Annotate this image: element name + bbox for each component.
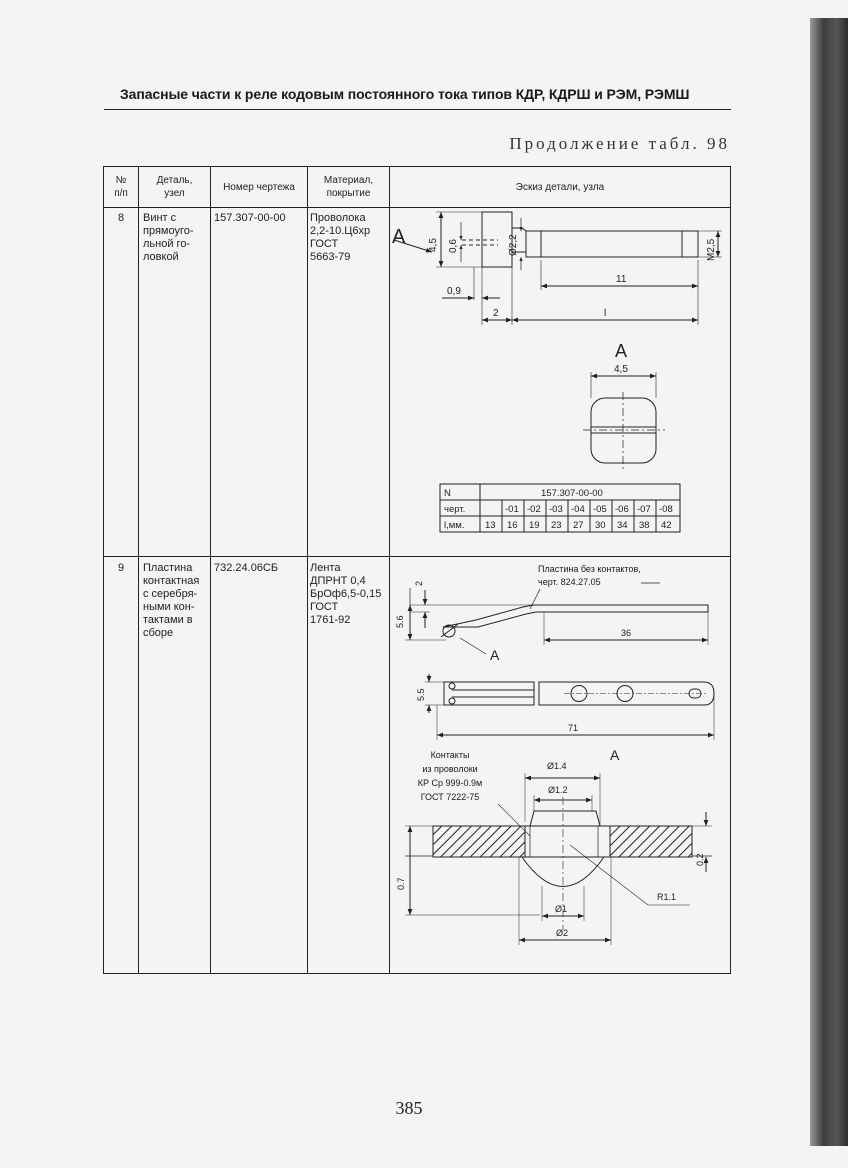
variant-suffix: -02: [527, 504, 541, 515]
header-divider: [104, 207, 730, 208]
variant-length: 13: [485, 520, 496, 531]
view-label-a: А: [490, 647, 500, 663]
page-number: 385: [395, 1098, 423, 1118]
variant-suffix: -08: [659, 504, 673, 515]
variant-row-label: N: [444, 488, 451, 499]
column-header-sketch: Эскиз детали, узла: [515, 181, 605, 193]
detail-title: А: [610, 747, 620, 763]
plate-note: Пластина без контактов, черт. 824.27.05: [538, 563, 641, 589]
variant-length: 34: [617, 520, 628, 531]
plate-top-view: [425, 674, 715, 740]
header-rule: [104, 109, 731, 110]
table-caption: Продолжение табл. 98: [509, 134, 730, 153]
column-divider: [210, 167, 211, 973]
variant-suffix: -06: [615, 504, 629, 515]
screw-view-a-labels: А 4,5: [614, 341, 628, 375]
plate-side-view: [405, 582, 709, 655]
dim-head-width: 4,5: [614, 364, 628, 375]
dim-slot-depth: 0,9: [447, 286, 461, 297]
screw-side-view: [393, 211, 722, 325]
variant-suffix: -03: [549, 504, 563, 515]
dim-total-length: 71: [568, 723, 578, 733]
contact-detail-labels: А Ø1.4 Ø1.2 0.2 0.7 R1.1 Ø1 Ø2: [396, 747, 705, 938]
contacts-note: Контакты из проволоки КР Ср 999-0.9м ГОС…: [404, 748, 496, 804]
dim-thread: M2,5: [706, 238, 717, 261]
plate-top-labels: 5.5 71: [416, 688, 578, 733]
spare-parts-table: № п/п Деталь, узел Номер чертежа Материа…: [103, 166, 731, 974]
dim-gap: 0.2: [695, 853, 705, 866]
page-header-title: Запасные части к реле кодовым постоянног…: [120, 86, 690, 102]
variant-row-label: черт.: [444, 504, 465, 515]
screw-dimension-labels: А 4,5 0,6 Ø2,2 M2,5 11 0,9 2 l: [392, 226, 717, 319]
view-label-a: А: [392, 226, 406, 248]
variant-length: 27: [573, 520, 584, 531]
column-header-number: № п/п: [114, 175, 128, 199]
dim-plate-length: 36: [621, 628, 631, 638]
column-divider: [138, 167, 139, 973]
dim-contact-diameter: Ø1.2: [548, 785, 568, 795]
part-name: Винт с прямоуго- льной го- ловкой: [143, 212, 194, 263]
variant-length: 16: [507, 520, 518, 531]
dim-plate-height: 5.6: [395, 615, 405, 628]
variant-length: 38: [639, 520, 650, 531]
material: Лента ДПРНТ 0,4 БрОф6,5-0,15 ГОСТ 1761-9…: [310, 562, 382, 626]
screw-head-view-a: [583, 372, 665, 470]
variant-suffix: -04: [571, 504, 585, 515]
dim-shank-length: l: [604, 308, 606, 319]
variant-length: 30: [595, 520, 606, 531]
dim-head-diameter: Ø1.4: [547, 761, 567, 771]
variant-length: 23: [551, 520, 562, 531]
row-number: 9: [117, 562, 125, 574]
drawing-number: 732.24.06СБ: [214, 562, 279, 574]
column-divider: [389, 167, 390, 973]
plate-side-labels: 2 5.6 36 А: [395, 581, 631, 663]
dim-bend-height: 2: [414, 581, 424, 586]
dim-head-length: 2: [493, 308, 499, 319]
contact-detail-view: [405, 773, 712, 945]
row-divider: [104, 556, 730, 557]
column-header-drawing: Номер чертежа: [223, 181, 295, 193]
part-name: Пластина контактная с серебря- ными кон-…: [143, 562, 200, 639]
dim-thread-length: 11: [616, 274, 627, 285]
column-header-material: Материал, покрытие: [323, 175, 374, 199]
variant-table-text: N черт. l,мм. 157.307-00-00 -01 -02 -03 …: [444, 488, 673, 531]
page-edge-shadow: [810, 18, 848, 1146]
column-divider: [307, 167, 308, 973]
variant-length: 42: [661, 520, 672, 531]
dim-dome-diameter: Ø2: [556, 928, 568, 938]
variant-length: 19: [529, 520, 540, 531]
dim-hole-diameter: Ø1: [555, 904, 567, 914]
variant-suffix: -01: [505, 504, 519, 515]
drawing-number: 157.307-00-00: [214, 212, 286, 224]
dim-plate-width: 5.5: [416, 688, 426, 701]
variant-table: [439, 483, 681, 533]
dim-slot-width: 0,6: [448, 239, 459, 253]
variant-suffix: -05: [593, 504, 607, 515]
variant-row-label: l,мм.: [444, 520, 464, 531]
column-header-part: Деталь, узел: [156, 175, 193, 199]
variant-suffix: -07: [637, 504, 651, 515]
dim-shank-diameter: Ø2,2: [508, 234, 519, 256]
row-number: 8: [117, 212, 125, 224]
view-a-title: А: [615, 341, 627, 361]
variant-drawing-number: 157.307-00-00: [541, 488, 603, 499]
material: Проволока 2,2-10.Ц6хр ГОСТ 5663-79: [310, 212, 371, 263]
dim-radius: R1.1: [657, 892, 676, 902]
dim-depth: 0.7: [396, 877, 406, 890]
dim-head-height: 4,5: [428, 238, 439, 252]
